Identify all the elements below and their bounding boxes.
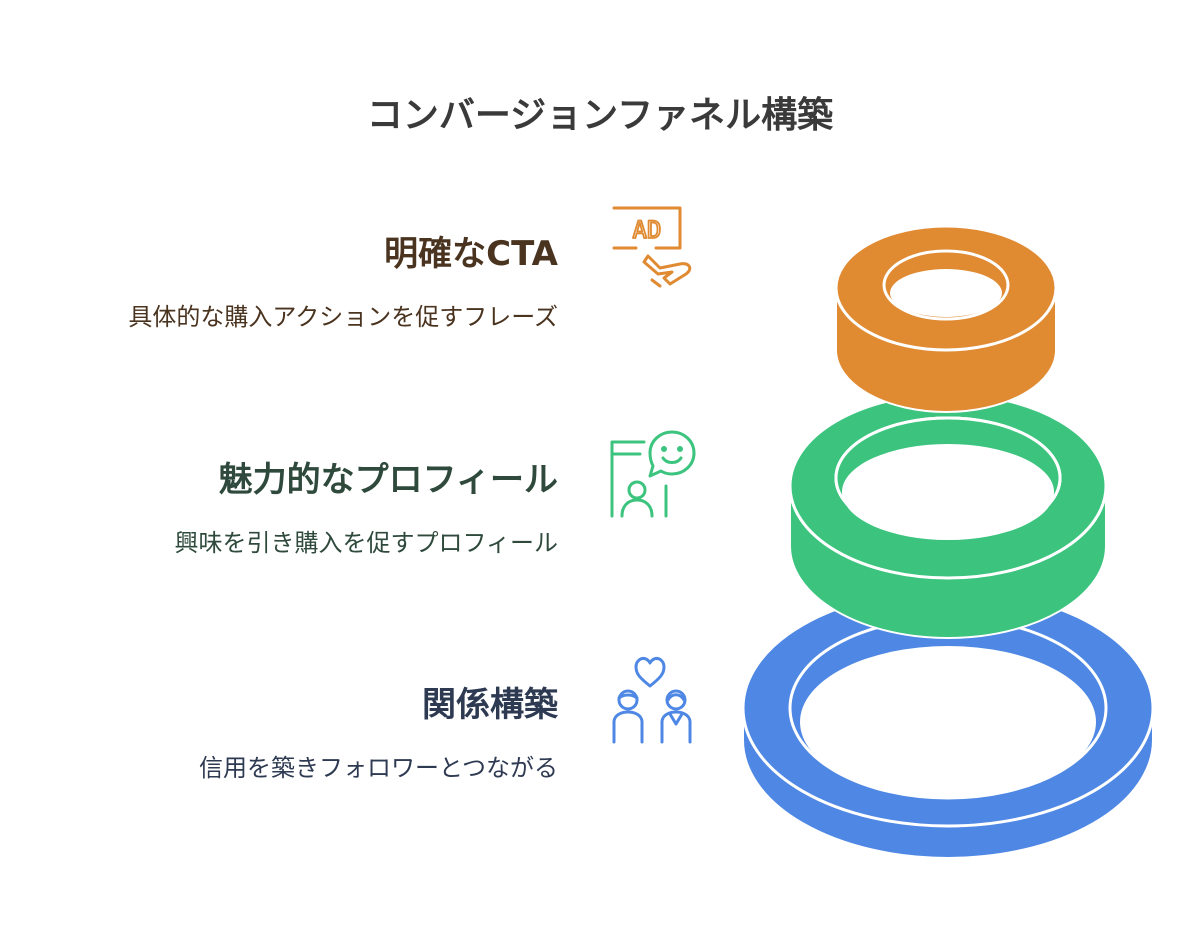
step-heading: 明確なCTA [384, 234, 558, 274]
step-description: 興味を引き購入を促すプロフィール [174, 529, 558, 557]
step-heading: 関係構築 [422, 685, 558, 725]
profile-chat-icon [610, 430, 696, 518]
step-description: 信用を築きフォロワーとつながる [198, 754, 558, 782]
ad-icon-text: AD [633, 216, 662, 244]
step-description: 具体的な購入アクションを促すフレーズ [128, 303, 558, 331]
diagram-title: コンバージョンファネル構築 [366, 95, 834, 136]
funnel-ring-green [788, 392, 1108, 639]
funnel-ring-blue [741, 588, 1155, 859]
step-heading: 魅力的なプロフィール [218, 460, 558, 500]
ad-click-icon: AD [612, 206, 692, 288]
funnel-ring-orange [834, 224, 1058, 413]
relationship-heart-icon [612, 657, 692, 744]
